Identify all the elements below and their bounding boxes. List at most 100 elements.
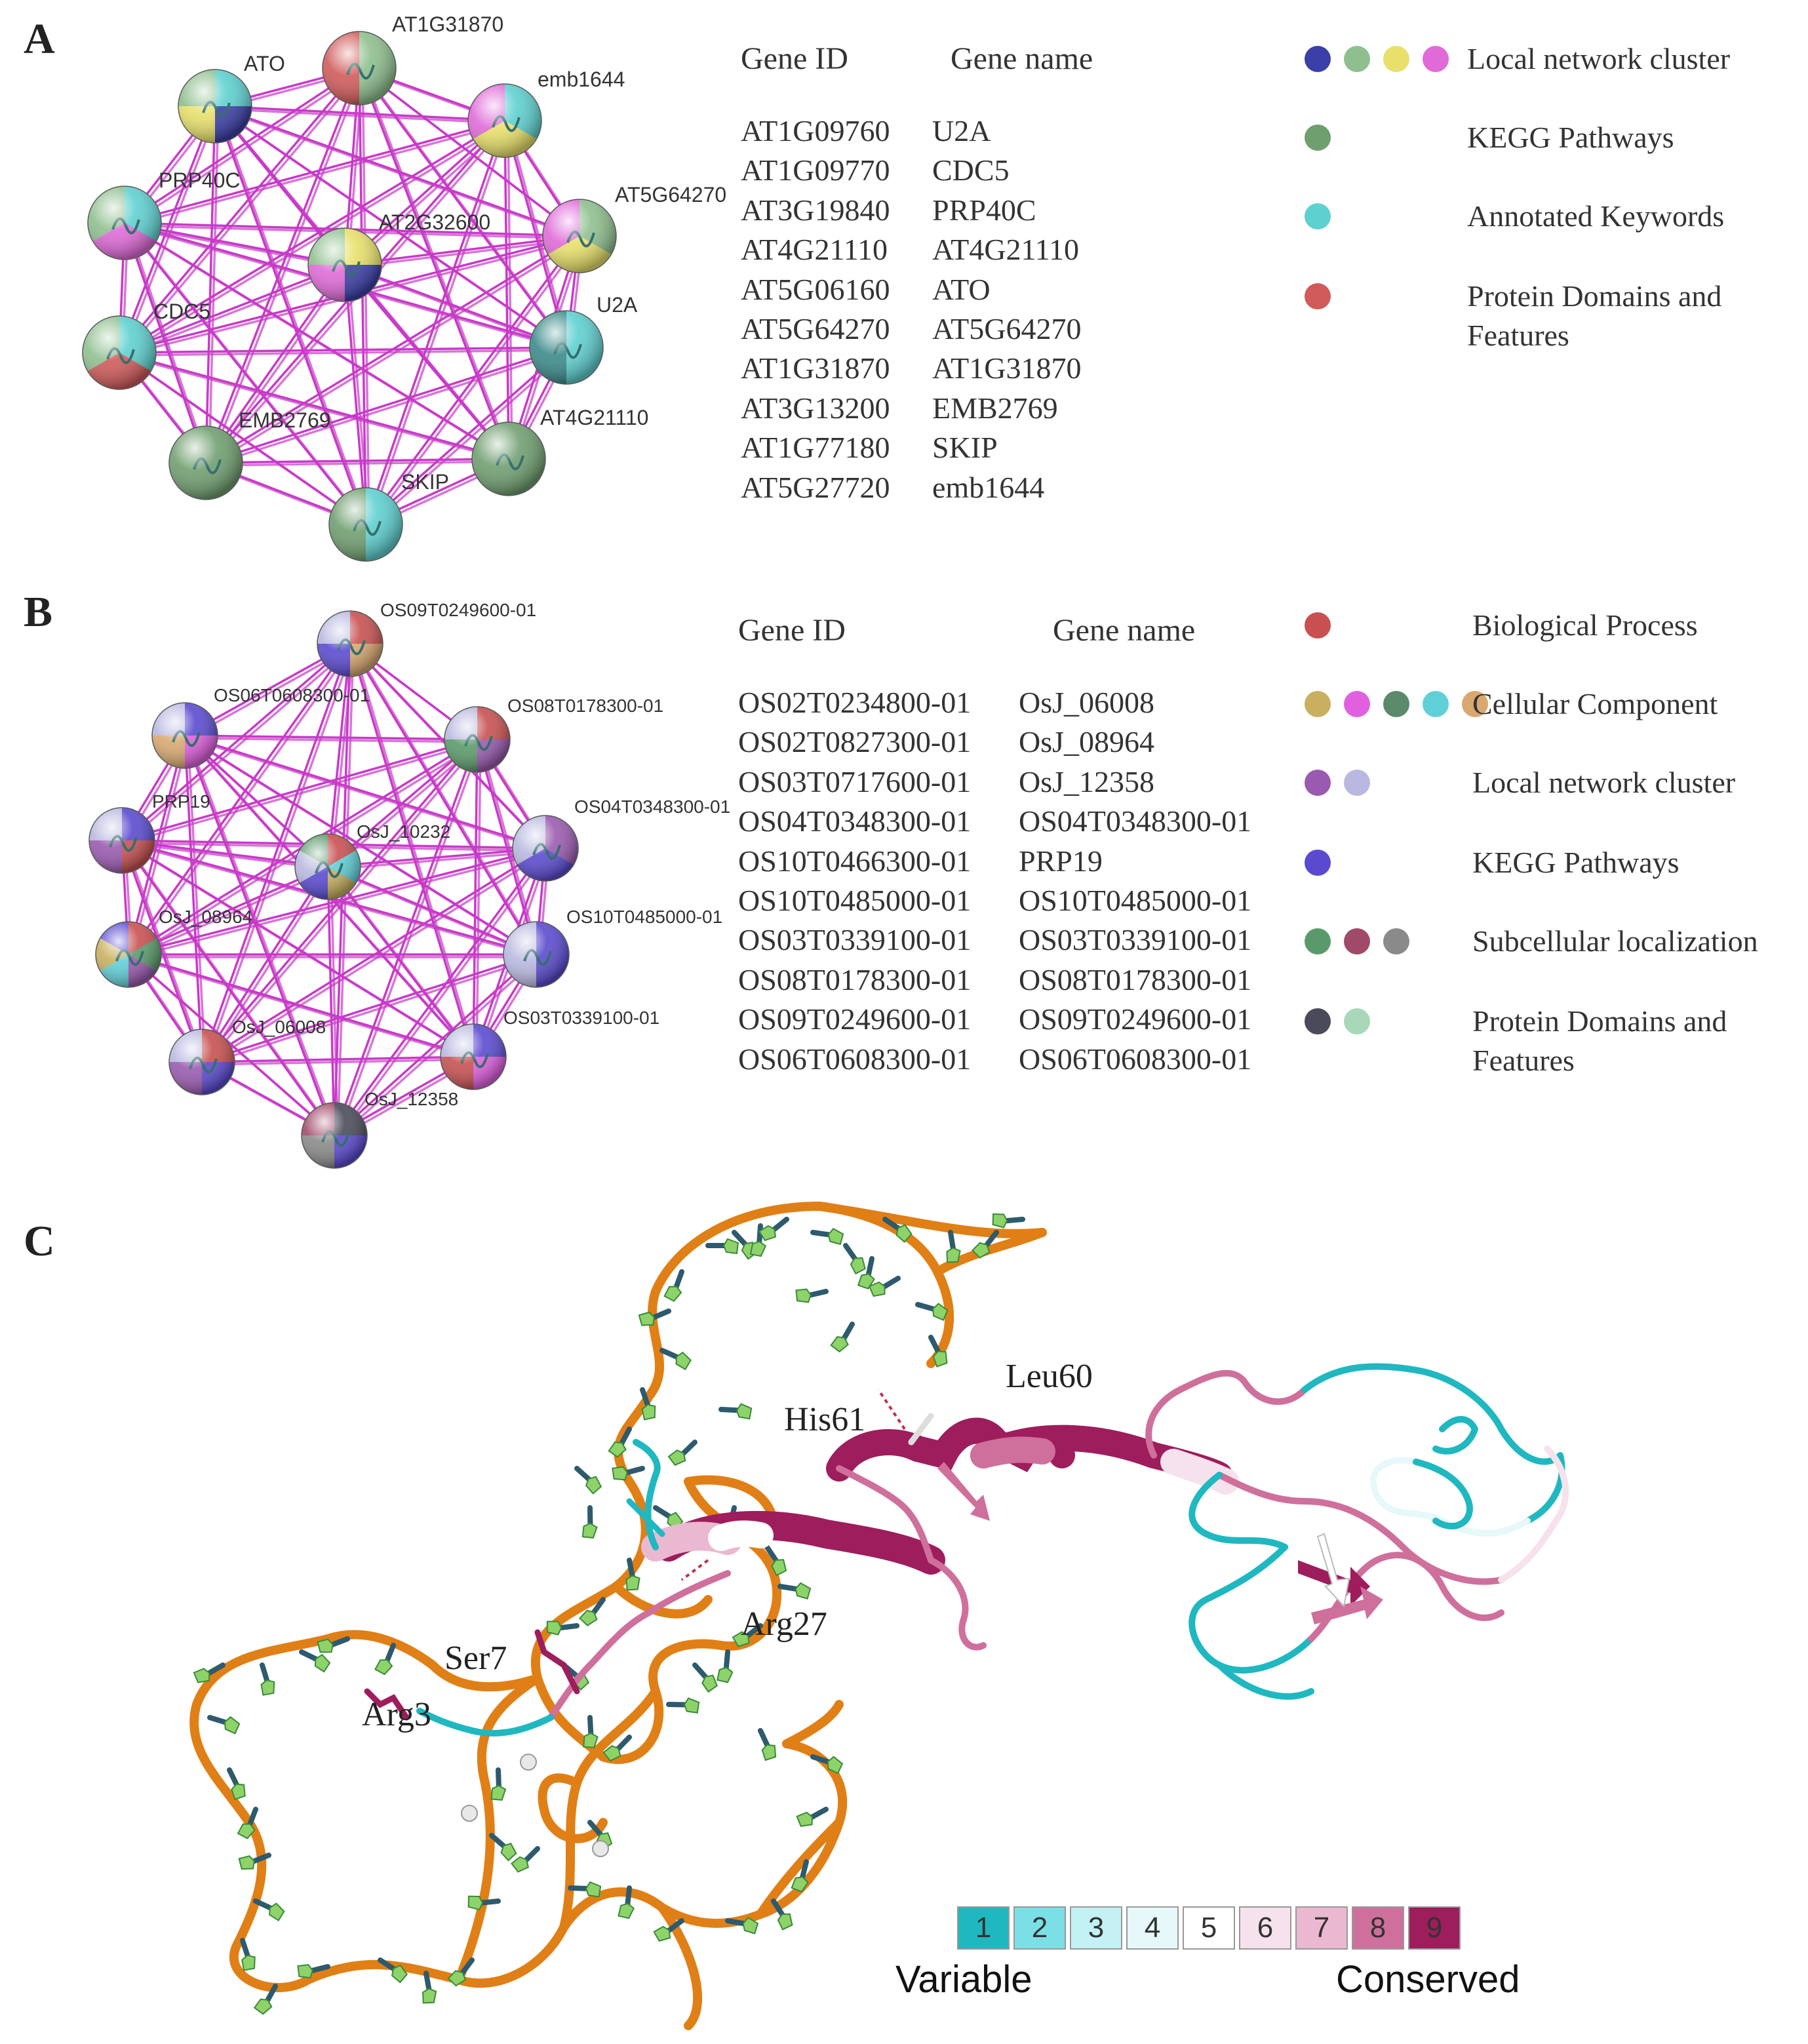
panel-c-letter: C [24,1217,55,1265]
net-a-node [82,315,157,390]
net-b-node-label: OS10T0485000-01 [566,907,722,927]
net-a-node [542,199,617,273]
table-b-row-gene-id: OS10T0466300-01 [738,844,972,878]
legend-b-swatch [1305,770,1331,796]
table-b-row-gene-name: OS08T0178300-01 [1019,962,1252,996]
table-b-row-gene-name: OS10T0485000-01 [1019,884,1252,917]
legend-b-swatch [1423,691,1449,717]
residue-label-his61: His61 [784,1401,866,1438]
net-b-node [440,1023,507,1090]
legend-b-swatch [1305,691,1331,717]
legend-b-swatch [1383,928,1409,954]
legend-a-swatch [1305,283,1331,309]
table-a-row-gene-id: AT3G19840 [741,193,890,227]
net-a-node [178,69,252,144]
network-a: AT1G31870ATOemb1644PRP40CAT2G32600AT5G64… [82,12,726,562]
legend-a-swatch [1423,46,1449,72]
legend-a-label: KEGG Pathways [1467,121,1674,154]
table-a-col1-header: Gene ID [741,41,848,76]
net-b-node [95,921,162,988]
scale-step: 2 [1013,1906,1066,1950]
table-a-row-gene-id: AT1G77180 [741,431,890,465]
table-a-row-gene-name: AT1G31870 [932,351,1082,385]
table-b-row-gene-id: OS08T0178300-01 [738,962,972,996]
legend-b-label: Protein Domains and Features [1472,1004,1727,1077]
net-a-node-label: SKIP [401,470,449,494]
table-a-row-gene-name: EMB2769 [932,391,1058,425]
scale-step: 4 [1126,1906,1179,1950]
net-b-node-label: PRP19 [152,791,210,812]
table-b-row-gene-name: OS03T0339100-01 [1019,923,1252,957]
scale-step: 1 [957,1906,1010,1950]
net-b-node-label: OsJ_06008 [232,1017,326,1037]
net-b-node-label: OS06T0608300-01 [214,685,370,705]
table-a-row-gene-name: U2A [932,114,991,147]
table-b-row-gene-name: OsJ_12358 [1019,764,1155,798]
table-a-col2-header: Gene name [951,41,1093,76]
net-b-node-label: OsJ_12358 [364,1089,458,1109]
table-b-row-gene-id: OS06T0608300-01 [738,1042,972,1076]
table-b-row-gene-id: OS02T0827300-01 [738,725,972,759]
legend-b-swatch [1344,928,1370,954]
table-a-row-gene-id: AT3G13200 [741,391,890,425]
net-b-node [512,815,579,882]
legend-b-label: Biological Process [1472,608,1698,642]
table-b-row-gene-id: OS03T0339100-01 [738,923,972,957]
scale-label-variable: Variable [895,1958,1032,2001]
net-a-node-label: emb1644 [538,68,625,91]
legend-a-swatch [1344,46,1370,72]
table-b-col2-header: Gene name [1053,613,1196,648]
net-b-node [168,1029,235,1095]
panel-b-letter: B [24,588,53,636]
legend-a-swatch [1305,46,1331,72]
net-b-node-label: OS04T0348300-01 [574,796,730,817]
net-a-node-label: ATO [244,52,285,75]
table-b-row-gene-id: OS02T0234800-01 [738,686,972,719]
net-a-node [471,422,546,496]
net-a-node-label: AT4G21110 [540,406,648,429]
net-a-node [328,487,403,562]
net-b-node [294,833,361,900]
table-a-row-gene-name: ATO [932,272,991,306]
net-a-node-label: U2A [597,293,638,317]
legend-b-swatch [1305,928,1331,954]
legend-b-swatch [1305,612,1331,639]
table-b-row-gene-name: OsJ_06008 [1019,686,1155,719]
net-a-node [322,31,397,106]
net-a-node-label: PRP40C [159,168,241,192]
net-b-node [444,706,511,773]
net-a-node [307,227,382,302]
table-b-row-gene-id: OS09T0249600-01 [738,1002,972,1036]
table-a-row-gene-name: CDC5 [932,153,1010,187]
legend-b-swatch [1305,850,1331,876]
scale-step: 8 [1352,1906,1404,1950]
legend-a-swatch [1383,46,1409,72]
legend-b-label: Local network cluster [1472,766,1736,799]
residue-label-arg27: Arg27 [741,1605,827,1643]
protein-rna-structure [189,1202,1569,2030]
net-b-node [88,807,155,874]
table-b-row-gene-id: OS04T0348300-01 [738,804,972,838]
table-b-row-gene-id: OS03T0717600-01 [738,764,972,798]
residue-label-leu60: Leu60 [1006,1358,1093,1395]
net-b-node-label: OsJ_10232 [357,821,450,842]
legend-a-label: Protein Domains and Features [1467,279,1722,352]
table-a-row-gene-id: AT5G64270 [741,312,890,345]
table-a-row-gene-id: AT1G31870 [741,351,890,385]
legend-b-label: Cellular Component [1472,687,1718,720]
scale-step: 5 [1183,1906,1235,1950]
scale-step: 9 [1408,1906,1461,1950]
table-a-row-gene-id: AT1G09770 [741,153,890,187]
net-b-node-label: OS09T0249600-01 [380,600,536,620]
scale-step: 6 [1239,1906,1291,1950]
net-a-node-label: AT1G31870 [392,12,503,36]
table-a-row-gene-name: AT4G21110 [932,233,1080,267]
net-a-node [168,425,243,500]
scale-step: 7 [1295,1906,1348,1950]
table-a-row-gene-id: AT5G27720 [741,470,890,504]
legend-b-swatch [1462,691,1488,717]
legend-b-swatch [1344,770,1370,796]
table-b-row-gene-name: OsJ_08964 [1019,725,1155,759]
